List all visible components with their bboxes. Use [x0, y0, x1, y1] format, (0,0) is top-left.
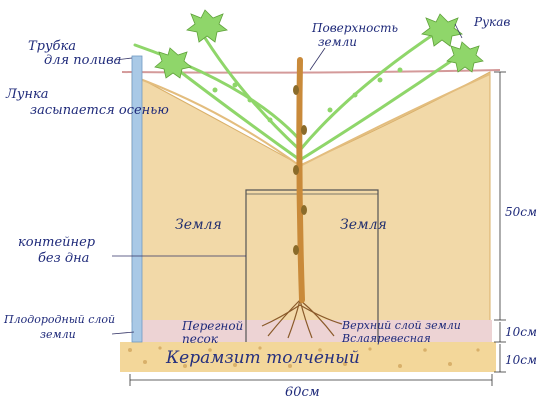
trunk-buds	[293, 85, 307, 255]
leaf-icon	[421, 13, 463, 47]
dim-width: 60см	[285, 385, 320, 400]
fertile-label-line1: Плодородный слой	[4, 313, 116, 326]
dimension-lines	[129, 71, 506, 386]
humus-label-line1: Перегной	[182, 319, 244, 333]
soil-label-right: Земля	[340, 217, 387, 233]
fertile-label-line2: земли	[40, 328, 76, 341]
dim-height-main: 50см	[505, 205, 537, 219]
hole-label-line2: засыпается осенью	[30, 103, 169, 118]
container-label-line2: без дна	[38, 251, 90, 266]
leaves	[154, 9, 484, 79]
tube-label-line2: для полива	[44, 53, 122, 68]
humus-label-line2: песок	[182, 332, 218, 346]
clay-layer	[120, 342, 496, 372]
watering-tube	[131, 55, 143, 343]
leaf-icon	[186, 9, 228, 43]
clay-texture	[128, 346, 480, 368]
surface-label-line1: Поверхность	[312, 21, 398, 35]
tube-label-line1: Трубка	[28, 39, 76, 54]
container-label-line1: контейнер	[18, 235, 96, 250]
small-leaves	[212, 67, 403, 123]
bottomless-container	[245, 189, 379, 342]
hole-label-line1: Лунка	[6, 87, 49, 102]
soil-label-left: Земля	[175, 217, 222, 233]
soil-fill	[131, 71, 491, 323]
leaf-icon	[154, 47, 192, 79]
clay-label: Керамзит толченый	[166, 348, 360, 368]
trunk	[296, 57, 305, 303]
pointer-lines	[111, 23, 463, 335]
fertile-layer	[134, 320, 492, 342]
topsoil-label-line2: Вслаяревесная	[342, 332, 431, 345]
leaf-icon	[446, 41, 484, 73]
dim-height-bottom: 10см	[505, 353, 537, 367]
sleeve-label: Рукав	[474, 15, 511, 29]
surface-label-line2: земли	[318, 35, 357, 49]
topsoil-label-line1: Верхний слой земли	[342, 319, 461, 332]
dim-height-mid: 10см	[505, 325, 537, 339]
